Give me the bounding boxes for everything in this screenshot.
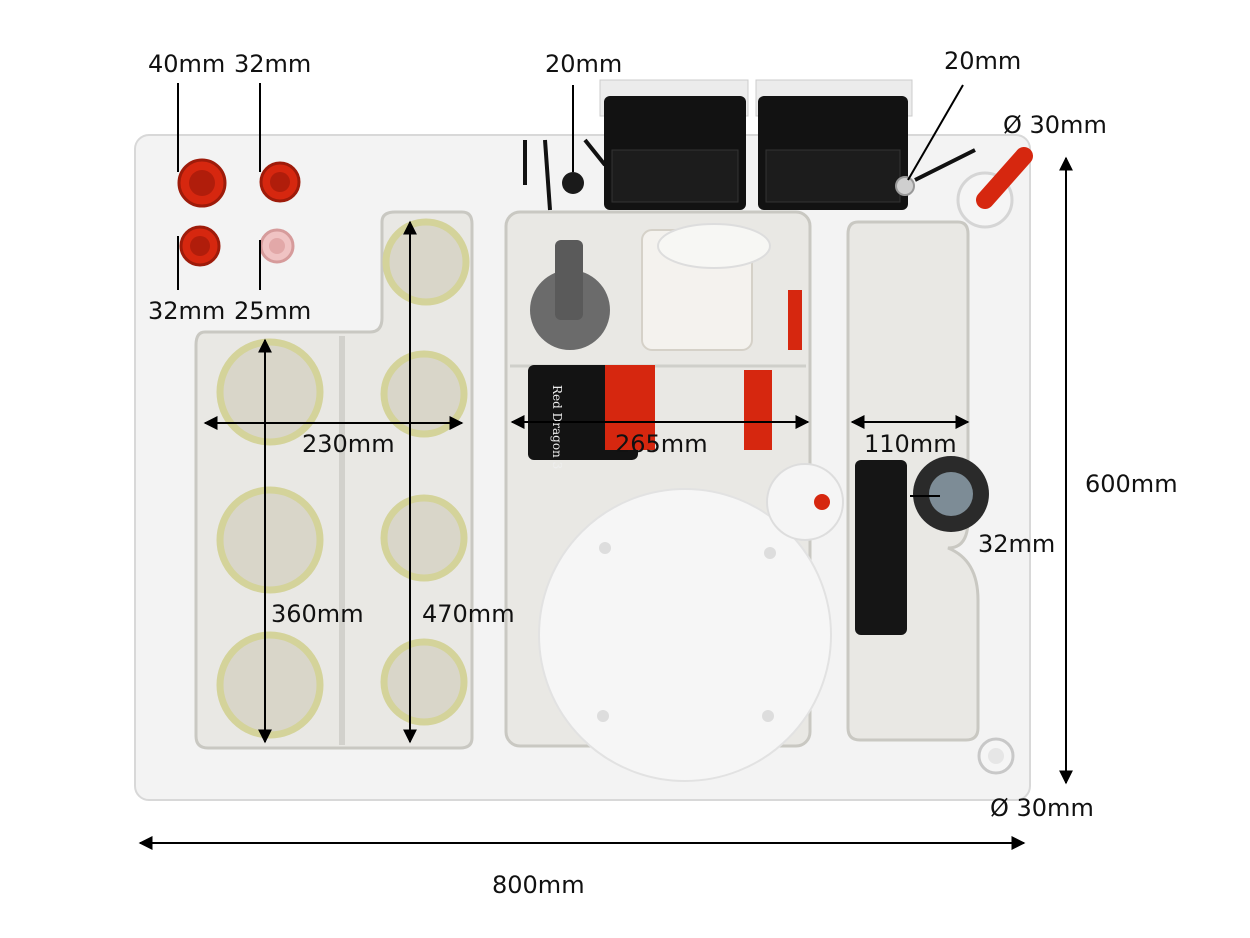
label-600mm: 600mm <box>1085 470 1178 498</box>
label-25mm: 25mm <box>234 297 312 325</box>
label-800mm: 800mm <box>492 871 585 899</box>
leader-20mm-right <box>907 84 964 181</box>
dimension-lines <box>138 83 1073 850</box>
pump-label: Red Dragon 3 <box>550 385 564 469</box>
label-32mm-lower: 32mm <box>148 297 226 325</box>
label-230mm: 230mm <box>302 430 395 458</box>
filter-cup <box>382 218 470 306</box>
filter-cup <box>216 486 324 594</box>
label-32mm-top: 32mm <box>234 50 312 78</box>
label-20mm-mid: 20mm <box>545 50 623 78</box>
skimmer-lid <box>538 488 832 782</box>
label-diameter-bottom: Ø 30mm <box>990 794 1094 822</box>
return-pump <box>855 460 907 635</box>
label-20mm-right: 20mm <box>944 47 1022 75</box>
label-265mm: 265mm <box>615 430 708 458</box>
filter-cup <box>380 638 468 726</box>
sensor-20mm-top <box>562 172 584 194</box>
label-470mm: 470mm <box>422 600 515 628</box>
overflow-pipe <box>976 147 1033 209</box>
sensor-20mm-right <box>895 176 915 196</box>
filter-cup <box>216 338 324 446</box>
bulkhead-fittings <box>177 158 301 267</box>
label-110mm: 110mm <box>864 430 957 458</box>
label-diameter-top: Ø 30mm <box>1003 111 1107 139</box>
label-360mm: 360mm <box>271 600 364 628</box>
label-32mm-right: 32mm <box>978 530 1056 558</box>
filter-cup <box>216 631 324 739</box>
filter-cup <box>380 494 468 582</box>
pump-controllers <box>599 79 913 210</box>
label-40mm: 40mm <box>148 50 226 78</box>
